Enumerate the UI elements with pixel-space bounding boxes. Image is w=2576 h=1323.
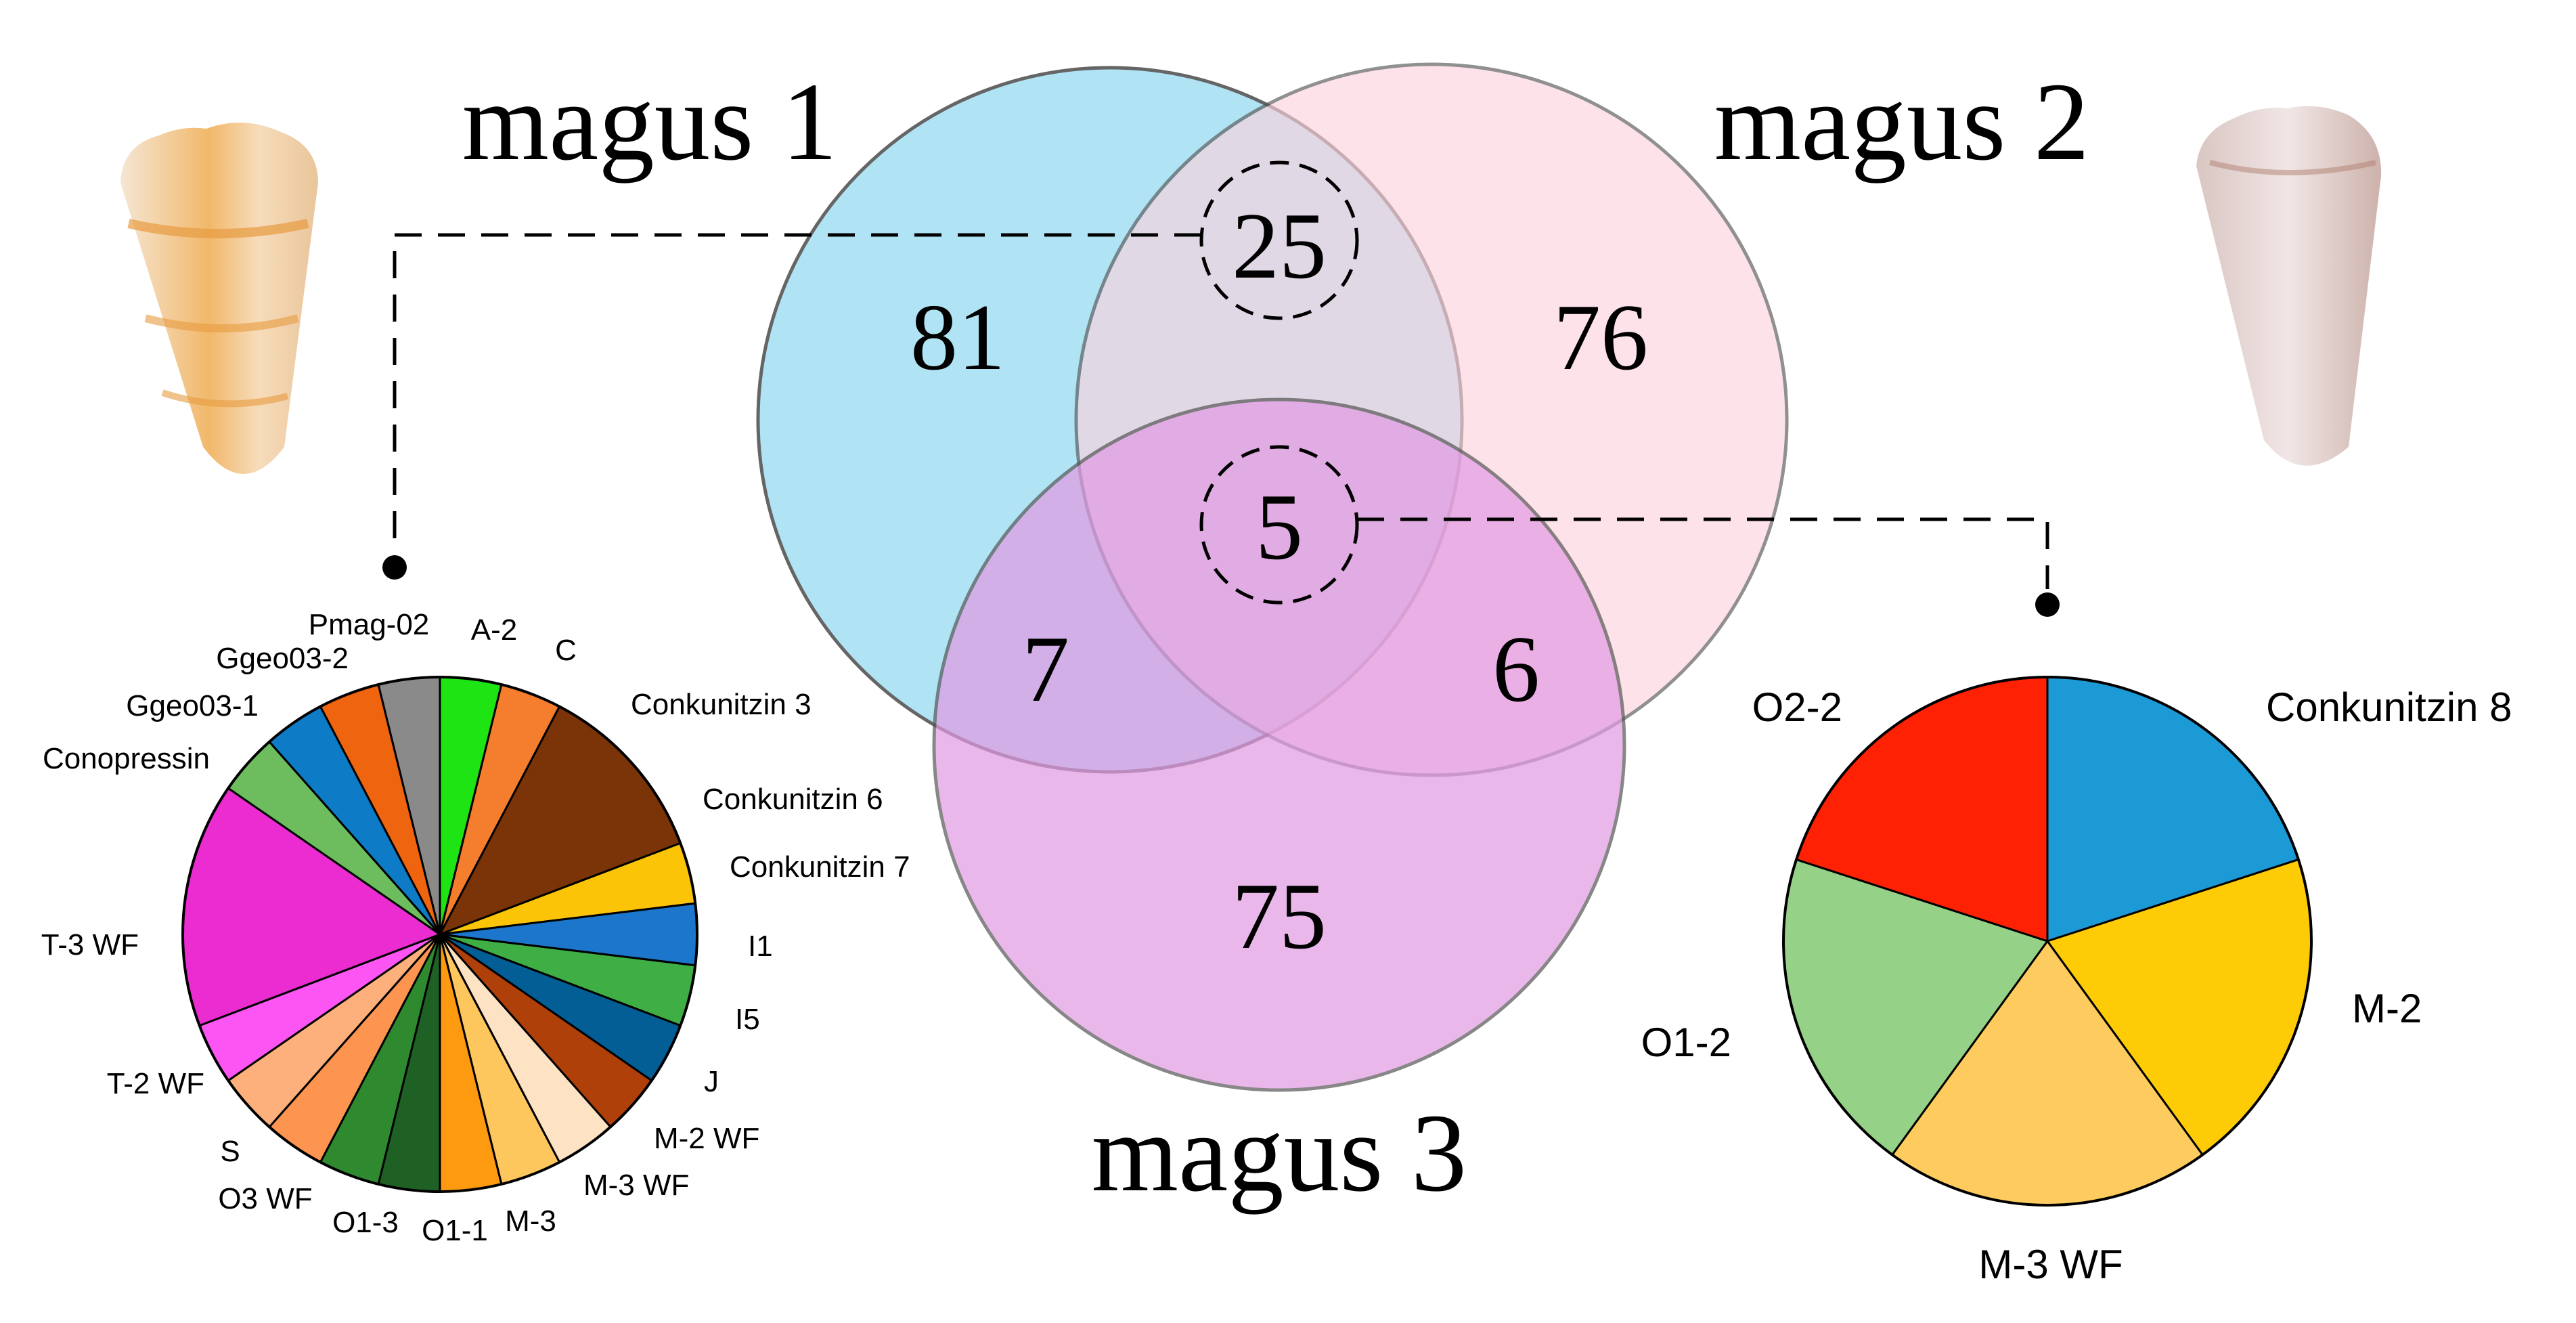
- pie-right-label-conkunitzin-8: Conkunitzin 8: [2266, 685, 2512, 730]
- pie-chart-left-labels: A-2 C Conkunitzin 3 Conkunitzin 6 Conkun…: [41, 608, 910, 1247]
- venn-count-only-1: 81: [910, 285, 1005, 390]
- leader-dot-right: [2035, 592, 2060, 617]
- pie-right-label-m-3-wf: M-3 WF: [1978, 1242, 2123, 1287]
- venn-count-all-three: 5: [1256, 475, 1303, 580]
- venn-count-only-3: 75: [1232, 864, 1327, 969]
- leader-line-right: [1357, 517, 2049, 589]
- pie-left-label-i1: I1: [748, 930, 773, 963]
- venn-label-magus-1: magus 1: [462, 60, 838, 183]
- pie-left-label-a-2: A-2: [471, 613, 517, 647]
- highlight-ring-25: [1199, 160, 1359, 320]
- pie-left-label-c: C: [555, 634, 577, 667]
- pie-left-label-m-3-wf: M-3 WF: [583, 1169, 689, 1202]
- pie-left-label-ggeo03-1: Ggeo03-1: [126, 689, 259, 722]
- pie-left-label-o1-3: O1-3: [332, 1206, 399, 1239]
- venn-circle-magus-3: [932, 397, 1626, 1092]
- pie-left-label-i5: I5: [735, 1003, 760, 1036]
- pie-right-label-o1-2: O1-2: [1641, 1020, 1731, 1065]
- venn-count-pair-1-2: 25: [1232, 194, 1327, 299]
- pie-chart-left: [181, 676, 698, 1193]
- venn-count-pair-2-3: 6: [1492, 617, 1540, 722]
- venn-count-pair-1-3: 7: [1022, 617, 1069, 722]
- pie-chart-right: [1782, 676, 2313, 1207]
- pie-left-label-o3-wf: O3 WF: [218, 1182, 312, 1215]
- pie-left-label-o1-1: O1-1: [422, 1214, 488, 1247]
- pie-left-label-s: S: [220, 1135, 240, 1168]
- pie-left-label-conkunitzin-7: Conkunitzin 7: [730, 850, 910, 884]
- pie-left-label-t-2-wf: T-2 WF: [107, 1067, 204, 1100]
- pie-left-label-m-2-wf: M-2 WF: [654, 1122, 759, 1155]
- pie-left-label-t-3-wf: T-3 WF: [41, 928, 139, 961]
- venn-label-magus-2: magus 2: [1714, 60, 2090, 183]
- pie-right-label-o2-2: O2-2: [1752, 685, 1842, 730]
- leader-dot-left: [382, 555, 407, 580]
- leader-line-left: [393, 233, 1201, 552]
- pie-chart-right-labels: Conkunitzin 8 M-2 M-3 WF O1-2 O2-2: [1641, 685, 2512, 1287]
- pie-left-label-conopressin: Conopressin: [43, 742, 210, 775]
- venn-count-only-2: 76: [1553, 285, 1648, 390]
- pie-right-outline: [1782, 676, 2313, 1207]
- shell-photo-right: [2196, 106, 2382, 466]
- highlight-ring-5: [1199, 445, 1359, 605]
- pie-left-label-j: J: [704, 1065, 719, 1098]
- pie-left-label-conkunitzin-3: Conkunitzin 3: [631, 688, 812, 721]
- pie-left-label-conkunitzin-6: Conkunitzin 6: [703, 783, 883, 816]
- pie-left-label-pmag-02: Pmag-02: [309, 608, 430, 641]
- venn-label-magus-3: magus 3: [1092, 1091, 1467, 1215]
- pie-right-label-m-2: M-2: [2352, 986, 2422, 1031]
- shell-photo-left: [120, 123, 318, 475]
- pie-left-label-ggeo03-2: Ggeo03-2: [216, 642, 349, 675]
- pie-left-outline: [181, 676, 698, 1193]
- pie-left-label-m-3: M-3: [505, 1205, 556, 1238]
